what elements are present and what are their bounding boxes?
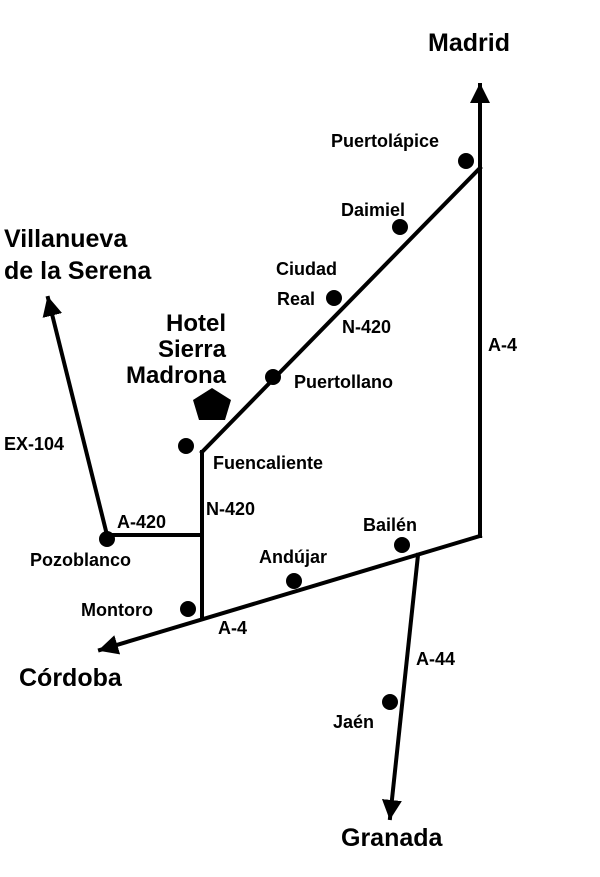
- destination-villanueva-line2: de la Serena: [4, 257, 152, 285]
- town-dot-jaen: [382, 694, 398, 710]
- town-label-pozoblanco: Pozoblanco: [30, 550, 131, 570]
- road-label-n420-north: N-420: [342, 317, 391, 337]
- road-label-a4-south: A-4: [218, 618, 247, 638]
- road-label-a4-east: A-4: [488, 335, 517, 355]
- town-label-puertollano: Puertollano: [294, 372, 393, 392]
- town-dot-pozoblanco: [99, 531, 115, 547]
- town-dot-puertollano: [265, 369, 281, 385]
- town-label-ciudad: Ciudad: [276, 259, 337, 279]
- destination-granada: Granada: [341, 824, 444, 852]
- town-label-puertolapice: Puertolápice: [331, 131, 439, 151]
- hotel-label-line3: Madrona: [126, 362, 227, 389]
- destination-villanueva-line1: Villanueva: [4, 225, 128, 253]
- road-label-ex104: EX-104: [4, 434, 64, 454]
- town-dot-puertolapice: [458, 153, 474, 169]
- road-ex104: [42, 295, 110, 538]
- town-label-jaen: Jaén: [333, 712, 374, 732]
- town-label-fuencaliente: Fuencaliente: [213, 453, 323, 473]
- hotel-label-line2: Sierra: [158, 336, 227, 363]
- hotel-marker-icon: [193, 388, 231, 420]
- town-dot-ciudad-real: [326, 290, 342, 306]
- town-label-bailen: Bailén: [363, 515, 417, 535]
- town-dot-bailen: [394, 537, 410, 553]
- town-dot-fuencaliente: [178, 438, 194, 454]
- town-dot-daimiel: [392, 219, 408, 235]
- town-label-real: Real: [277, 289, 315, 309]
- town-label-andujar: Andújar: [259, 547, 327, 567]
- road-label-a420: A-420: [117, 512, 166, 532]
- town-label-montoro: Montoro: [81, 600, 153, 620]
- hotel-label-line1: Hotel: [166, 310, 226, 337]
- destination-madrid: Madrid: [428, 29, 510, 57]
- destination-cordoba: Córdoba: [19, 664, 123, 692]
- town-dot-andujar: [286, 573, 302, 589]
- road-n420-northeast: [199, 165, 483, 455]
- town-dot-montoro: [180, 601, 196, 617]
- road-label-a44: A-44: [416, 649, 455, 669]
- town-label-daimiel: Daimiel: [341, 200, 405, 220]
- road-label-n420-south: N-420: [206, 499, 255, 519]
- road-a44-granada: [381, 552, 421, 821]
